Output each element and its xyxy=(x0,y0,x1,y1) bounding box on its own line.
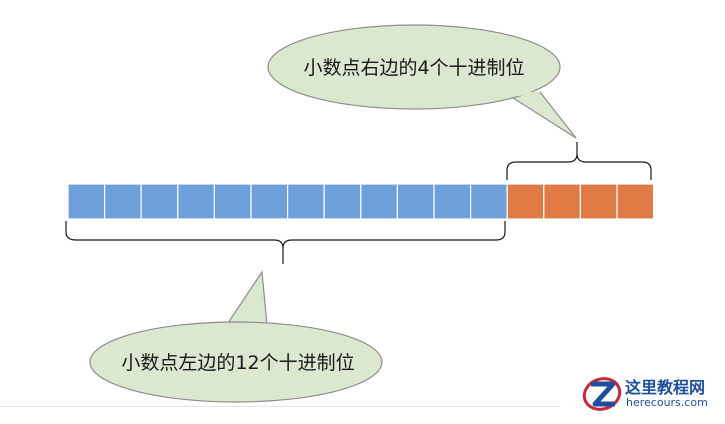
top-bubble-text: 小数点右边的4个十进制位 xyxy=(303,57,524,79)
fraction-digit-cell xyxy=(616,183,655,220)
top-bubble xyxy=(267,24,561,110)
integer-digit-cell xyxy=(433,183,472,220)
fraction-digit-cell xyxy=(506,183,545,220)
integer-digit-cell xyxy=(360,183,398,220)
top-bubble-tail xyxy=(508,91,577,139)
fraction-digit-cell xyxy=(543,183,581,220)
top-brace xyxy=(506,142,652,180)
bottom-brace xyxy=(65,221,506,264)
watermark: 这里教程网 herecours.com xyxy=(581,372,721,416)
integer-digit-cell xyxy=(323,183,362,220)
integer-digit-cell xyxy=(287,183,325,220)
integer-digit-cell xyxy=(140,183,179,220)
digit-cells xyxy=(67,183,655,220)
bottom-bubble xyxy=(89,321,383,403)
integer-digit-cell xyxy=(470,183,508,220)
watermark-subtitle: herecours.com xyxy=(626,396,708,409)
integer-digit-cell xyxy=(103,183,142,220)
watermark-title: 这里教程网 xyxy=(625,378,706,397)
integer-digit-cell xyxy=(396,183,435,220)
integer-digit-cell xyxy=(250,183,289,220)
bottom-divider xyxy=(0,406,560,407)
integer-digit-cell xyxy=(213,183,252,220)
z-swirl-logo-icon xyxy=(582,377,622,411)
fraction-digit-cell xyxy=(579,183,618,220)
bottom-bubble-text: 小数点左边的12个十进制位 xyxy=(121,352,354,374)
integer-digit-cell xyxy=(67,183,106,220)
integer-digit-cell xyxy=(177,183,216,220)
